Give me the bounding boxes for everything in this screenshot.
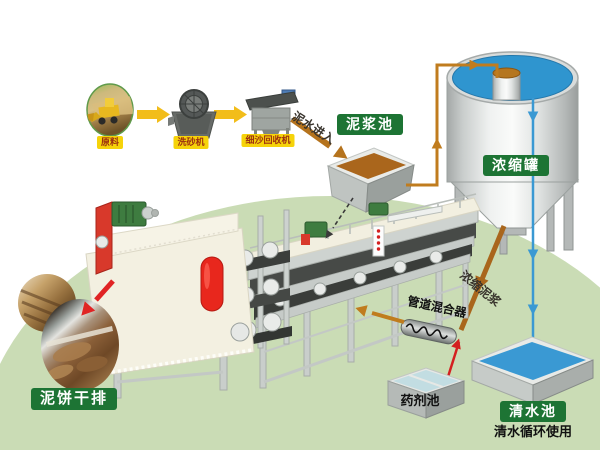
mud-cake-discharge-label: 泥饼干排 [30, 388, 118, 410]
chemical-pool [386, 367, 466, 419]
sand-washer-label: 洗砂机 [173, 136, 209, 149]
belt-press-gravity-section [247, 193, 481, 389]
slurry-pool-label: 泥浆池 [337, 114, 403, 135]
pipeline-mixer [400, 318, 457, 345]
flow-arrow-1 [137, 106, 170, 123]
clear-water-pool-label: 清水池 [500, 401, 566, 422]
belt-press-left-unit [85, 201, 255, 399]
thickener-tank-label: 浓缩罐 [483, 155, 549, 176]
fine-sand-recycler-label: 细沙回收机 [241, 134, 295, 147]
motor-icon [111, 201, 159, 227]
mixer-to-press-arrow [355, 305, 405, 324]
chemical-dosing-arrow [445, 338, 461, 381]
slurry-liquid [336, 153, 406, 179]
sine-wave-icon [405, 323, 448, 340]
press-red-drum [200, 256, 224, 312]
dosing-column [372, 225, 385, 257]
spray-manifold [387, 205, 443, 223]
clear-water-line [527, 98, 539, 360]
raw-material-label: 原料 [96, 136, 124, 149]
mud-water-arrow [290, 116, 348, 159]
feed-dashed-arrow [325, 197, 354, 239]
raw-material-photo [86, 83, 134, 137]
mud-cake-arrow [81, 279, 115, 316]
sand-washer-icon [168, 89, 217, 139]
clear-water-note: 清水循环使用 [493, 424, 573, 439]
slurry-pool [326, 147, 416, 213]
slurry-pipe-to-tank [406, 59, 499, 187]
motor-icon [368, 202, 389, 216]
tank-feed-slurry [492, 67, 521, 79]
motor-icon [304, 221, 328, 238]
mud-cake-photo-belt [41, 299, 119, 391]
chemical-pool-label: 药剂池 [400, 393, 440, 408]
clear-water-pool [470, 336, 595, 405]
flow-arrow-2 [214, 106, 247, 123]
